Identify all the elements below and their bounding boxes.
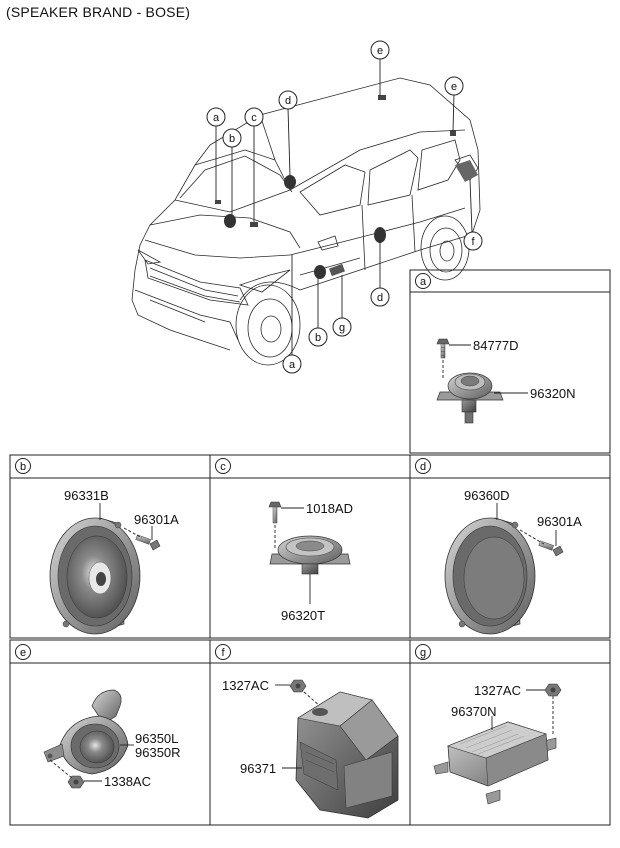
part-label-96371: 96371 [240,761,276,776]
callout-g: g [332,317,352,337]
part-label-1018AD: 1018AD [306,501,353,516]
panel-g-letter: g [420,647,426,659]
svg-text:c: c [251,112,257,124]
woofer-96331B [49,517,141,635]
callout-e-rear: e [444,76,464,96]
svg-text:g: g [339,322,345,334]
woofer-96360D [444,517,536,635]
panel-g: g 1327AC 96370N [409,639,611,826]
part-label-1338AC: 1338AC [104,774,151,789]
callout-d-bottom: d [370,287,390,307]
svg-text:e: e [377,45,383,57]
panel-f-letter: f [221,647,225,659]
part-label-1327AC-g: 1327AC [474,683,521,698]
nut-1327AC-f [289,679,307,693]
panel-a-letter: a [420,276,427,288]
nut-1327AC-g [544,683,562,697]
callout-b-top: b [222,128,242,148]
tweeter-96320N [436,372,504,424]
part-label-96301A-d: 96301A [537,514,582,529]
svg-text:f: f [471,236,475,248]
panel-d: d 96360D 96301A [409,454,611,639]
svg-text:a: a [289,359,296,371]
panel-d-letter: d [420,461,426,473]
svg-text:b: b [229,133,235,145]
svg-text:d: d [285,95,291,107]
svg-text:d: d [377,292,383,304]
vehicle-illustration [131,77,481,366]
panel-b-letter: b [20,461,26,473]
part-label-96370N: 96370N [451,704,497,719]
screw-96301A-b [135,534,161,551]
svg-text:b: b [315,332,321,344]
callout-f: f [463,231,483,251]
panel-f: f 1327AC 96371 [209,639,411,826]
callout-d-top: d [278,90,298,110]
part-label-1327AC-f: 1327AC [222,678,269,693]
part-label-84777D: 84777D [473,338,519,353]
subwoofer-96371 [295,691,399,819]
screw-84777D [436,338,450,359]
svg-text:a: a [213,112,220,124]
tweeter-96320T [269,535,351,575]
callout-c-top: c [244,107,264,127]
panel-a: a 84777D 96320N [409,269,611,454]
panel-e: e 1338AC 96350L 96350R [9,639,211,826]
part-label-96320T: 96320T [281,608,325,623]
screw-1018AD [268,501,282,524]
panel-b: b 96331B 96301A [9,454,211,639]
panel-e-letter: e [20,647,26,659]
callout-a-bottom: a [282,354,302,374]
amplifier-96370N [433,721,557,805]
part-label-96360D: 96360D [464,488,510,503]
part-label-96350R: 96350R [135,745,181,760]
part-label-96331B: 96331B [64,488,109,503]
part-label-96350L: 96350L [135,731,178,746]
nut-1338AC [67,775,85,789]
callout-b-bottom: b [308,327,328,347]
part-label-96320N: 96320N [530,386,576,401]
part-label-96301A-b: 96301A [134,512,179,527]
panel-c-letter: c [220,461,226,473]
callout-e-roof: e [370,40,390,60]
svg-text:e: e [451,81,457,93]
panel-c: c 1018AD 96320T [209,454,411,639]
speaker-96350 [43,689,129,775]
callout-a-top: a [206,107,226,127]
page-title: (SPEAKER BRAND - BOSE) [6,4,191,20]
